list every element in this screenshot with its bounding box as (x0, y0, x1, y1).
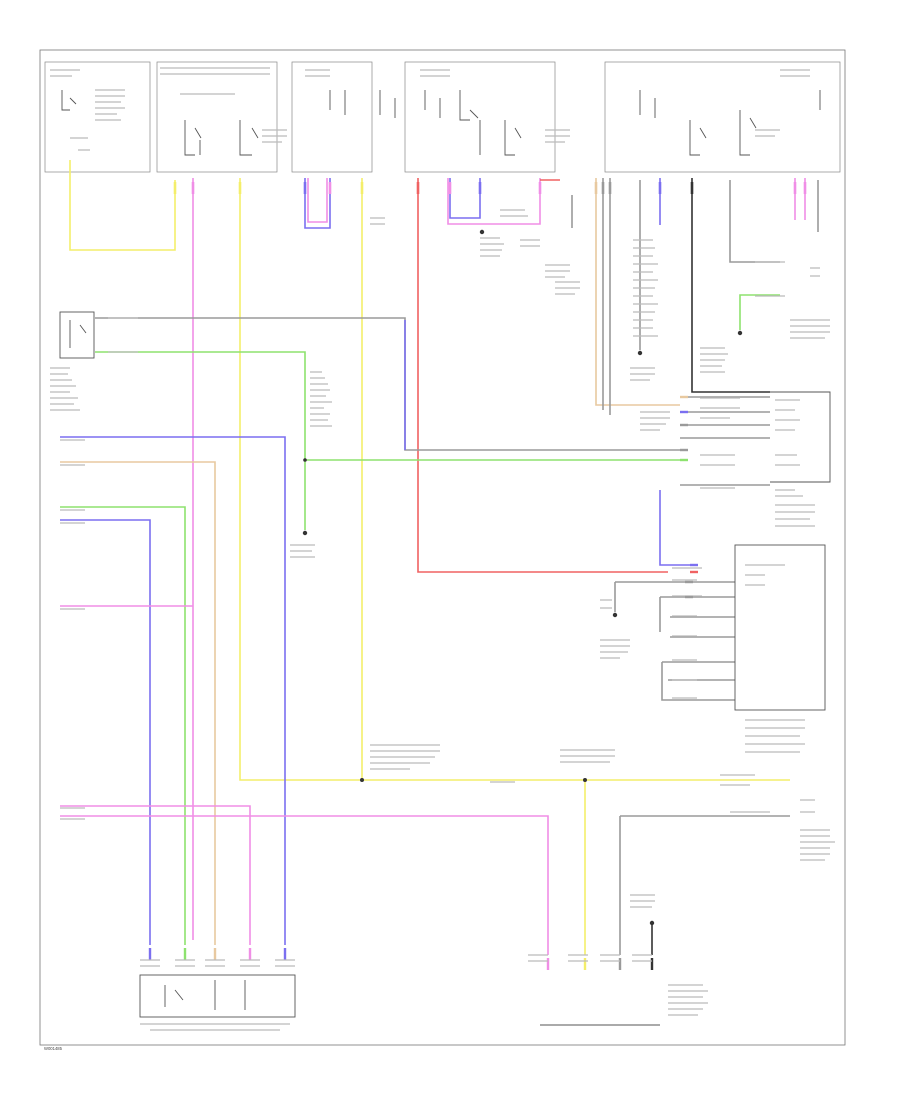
top-fuse-row (44, 61, 841, 173)
wire-tan-left-h (60, 461, 216, 945)
diagram-frame (39, 49, 846, 1046)
ambient-sensor (50, 311, 332, 558)
wire-red-long (417, 178, 668, 573)
wire-pink-lower-2 (60, 815, 549, 955)
wire-violet-u-1 (304, 178, 331, 229)
wire-violet-module (659, 490, 690, 566)
wire-gray-sensor (95, 317, 680, 451)
wire-green-left-h (60, 506, 186, 945)
wire-yellow-main (239, 178, 360, 781)
wire-violet-left-2 (60, 519, 151, 945)
wire-violet-left-h (60, 436, 286, 945)
ground-symbols (302, 229, 743, 926)
wire-green-right (739, 294, 780, 330)
wire-violet-u-2 (449, 178, 481, 219)
wire-green-sensor (95, 351, 680, 461)
lower-left-switch (139, 948, 296, 1031)
right-control-module (370, 209, 831, 753)
wire-black-right (691, 178, 770, 393)
wire-pink-lower-1 (60, 805, 251, 945)
connector-pins-top (173, 182, 807, 194)
lower-right-connector (60, 317, 835, 1026)
wire-pink-u-2 (447, 178, 541, 225)
wire-pink-u-1 (307, 178, 328, 223)
figure-code: W001485 (44, 1046, 63, 1051)
wire-yellow-left-loop (69, 160, 176, 251)
wire-tan-right (595, 178, 680, 406)
